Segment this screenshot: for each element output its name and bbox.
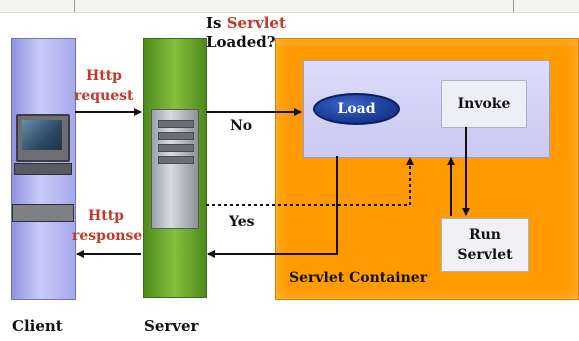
- run-servlet-box: Run Servlet: [441, 218, 529, 272]
- http-response-label-line2: response: [72, 228, 143, 244]
- http-request-label-line1: Http: [86, 68, 122, 84]
- server-bay: [158, 156, 194, 164]
- run-servlet-label-line1: Run: [468, 227, 501, 243]
- server-column: [143, 38, 207, 298]
- http-request-label-line2: request: [74, 88, 134, 104]
- computer-base: [14, 163, 72, 175]
- monitor-screen: [22, 120, 62, 150]
- question-servlet: Servlet: [226, 14, 286, 32]
- http-response-label-line1: Http: [88, 208, 124, 224]
- server-label: Server: [144, 317, 199, 335]
- desktop-computer-icon: [16, 114, 70, 162]
- server-bay: [158, 120, 194, 128]
- top-tick: [74, 0, 75, 12]
- no-label: No: [230, 118, 253, 134]
- top-tick: [513, 0, 514, 12]
- question-line1: Is Servlet: [206, 14, 286, 32]
- invoke-box: Invoke: [441, 80, 527, 128]
- keyboard-icon: [12, 204, 74, 222]
- client-column: [11, 38, 76, 300]
- yes-label: Yes: [229, 214, 255, 230]
- question-line2: Loaded?: [206, 33, 276, 51]
- servlet-container-label: Servlet Container: [289, 270, 428, 286]
- load-ellipse: Load: [313, 93, 400, 125]
- run-servlet-label-line2: Servlet: [457, 247, 513, 263]
- server-tower-icon: [151, 109, 199, 229]
- server-bay: [158, 144, 194, 152]
- client-label: Client: [12, 317, 63, 335]
- top-strip: [0, 0, 579, 13]
- question-prefix: Is: [206, 14, 222, 32]
- server-bay: [158, 132, 194, 140]
